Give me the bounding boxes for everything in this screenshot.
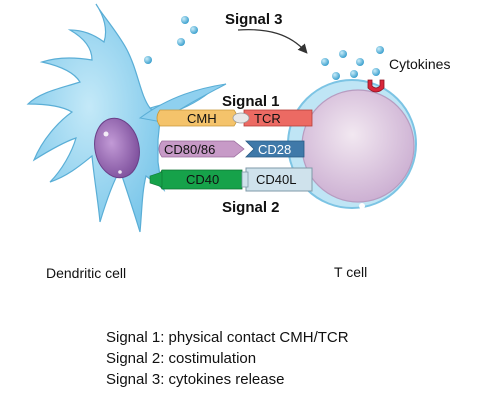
t-cell-nucleus (301, 89, 415, 203)
cytokine-dot (190, 26, 198, 34)
t-cell-label: T cell (334, 264, 367, 280)
cd28-label: CD28 (258, 142, 291, 157)
cytokines-label: Cytokines (389, 56, 450, 72)
t-cell (287, 79, 417, 209)
cytokine-receptor (367, 79, 385, 93)
antigen-peptide (232, 112, 250, 124)
receptor-row-cd80-cd28 (158, 140, 305, 158)
legend-line-signal2: Signal 2: costimulation (106, 350, 257, 367)
cytokine-dot (332, 72, 340, 80)
signal1-label: Signal 1 (222, 93, 280, 110)
legend-line-signal1: Signal 1: physical contact CMH/TCR (106, 329, 349, 346)
cytokine-dot (321, 58, 329, 66)
cd40-stem (149, 171, 163, 188)
cd40l-notch (241, 171, 249, 188)
cytokine-dot (339, 50, 347, 58)
cytokine-dot (376, 46, 384, 54)
signal3-arrow (237, 29, 308, 54)
cytokine-cluster-left (144, 16, 198, 64)
tcr-label: TCR (254, 111, 281, 126)
signal3-label: Signal 3 (225, 11, 283, 28)
receptor-row-cd40-cd40l (149, 167, 313, 192)
cd80-86-bar (158, 140, 245, 158)
cytokine-dot (356, 58, 364, 66)
legend-line-signal3: Signal 3: cytokines release (106, 371, 285, 388)
cytokine-dot (144, 56, 152, 64)
t-cell-highlight (359, 203, 365, 209)
cmh-bar (156, 109, 238, 127)
cytokine-receptor-cup (367, 79, 385, 93)
cytokine-dot (372, 68, 380, 76)
signal2-label: Signal 2 (222, 199, 280, 216)
nucleus-highlight (103, 131, 109, 137)
nucleus-highlight (118, 170, 122, 174)
cytokine-dot (350, 70, 358, 78)
cytokine-dot (177, 38, 185, 46)
cytokine-dot (181, 16, 189, 24)
cd40-label: CD40 (186, 172, 219, 187)
receptor-row-cmh-tcr (156, 109, 313, 127)
dendritic-cell-label: Dendritic cell (46, 265, 126, 281)
cytokine-cluster-right (321, 46, 384, 80)
cd28-bar (245, 140, 305, 158)
cd40l-label: CD40L (256, 172, 296, 187)
cmh-label: CMH (187, 111, 217, 126)
signal-legend: Signal 1: physical contact CMH/TCR Signa… (106, 327, 349, 390)
dendritic-cell-body (26, 3, 166, 233)
cd80-86-label: CD80/86 (164, 142, 215, 157)
